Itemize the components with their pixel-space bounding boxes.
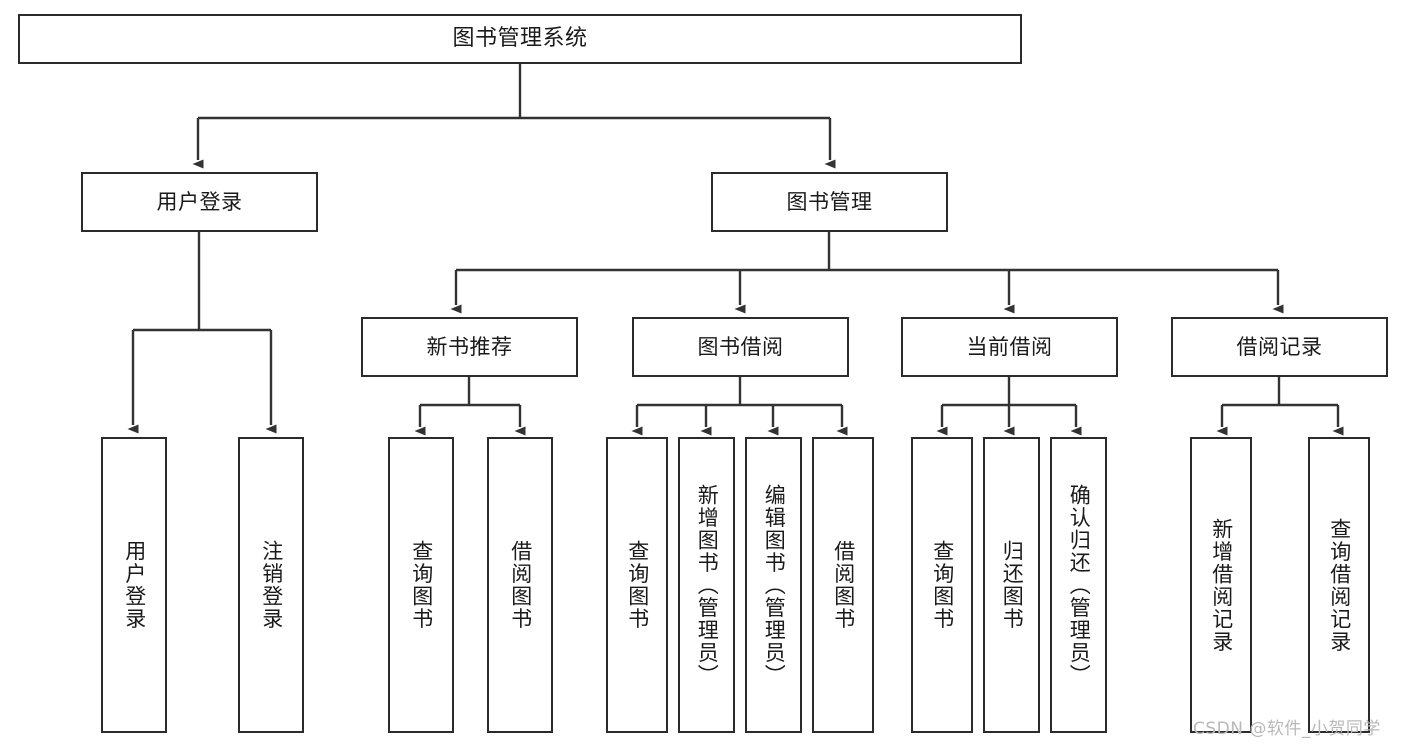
node-leaf-edit-book-admin[interactable]: 编辑图书（管理员） xyxy=(745,437,802,733)
node-label: 查询图书 xyxy=(625,540,649,630)
node-label: 图书借阅 xyxy=(697,334,784,359)
node-label: 借阅记录 xyxy=(1236,334,1323,359)
node-label: 归还图书 xyxy=(1000,540,1024,630)
node-leaf-query-book-borrow[interactable]: 查询图书 xyxy=(606,437,668,733)
node-leaf-confirm-return-admin[interactable]: 确认归还（管理员） xyxy=(1050,437,1107,733)
csdn-watermark: CSDN @软件_小贺同学 xyxy=(1193,719,1381,739)
node-current-borrow[interactable]: 当前借阅 xyxy=(901,317,1118,377)
node-user-login[interactable]: 用户登录 xyxy=(81,172,318,232)
node-leaf-borrow-book-recommend[interactable]: 借阅图书 xyxy=(487,437,553,733)
node-leaf-return-book[interactable]: 归还图书 xyxy=(983,437,1040,733)
node-label: 用户登录 xyxy=(156,189,243,214)
node-label: 新书推荐 xyxy=(426,334,513,359)
node-leaf-add-borrow-record[interactable]: 新增借阅记录 xyxy=(1190,437,1252,733)
node-leaf-query-borrow-record[interactable]: 查询借阅记录 xyxy=(1308,437,1370,733)
node-label: 查询图书 xyxy=(930,540,954,630)
node-new-book-recommend[interactable]: 新书推荐 xyxy=(361,317,578,377)
node-leaf-borrow-book[interactable]: 借阅图书 xyxy=(812,437,874,733)
node-leaf-add-book-admin[interactable]: 新增图书（管理员） xyxy=(678,437,735,733)
node-book-borrow[interactable]: 图书借阅 xyxy=(632,317,849,377)
node-borrow-record[interactable]: 借阅记录 xyxy=(1171,317,1388,377)
node-label: 图书管理系统 xyxy=(452,26,588,52)
node-leaf-user-login[interactable]: 用户登录 xyxy=(101,437,167,733)
node-label: 查询借阅记录 xyxy=(1327,517,1351,653)
node-label: 图书管理 xyxy=(786,189,873,214)
node-label: 编辑图书（管理员） xyxy=(762,483,786,687)
node-leaf-logout[interactable]: 注销登录 xyxy=(238,437,304,733)
node-label: 借阅图书 xyxy=(831,540,855,630)
node-label: 新增图书（管理员） xyxy=(695,483,719,687)
node-label: 注销登录 xyxy=(259,540,283,630)
node-label: 新增借阅记录 xyxy=(1209,517,1233,653)
node-label: 借阅图书 xyxy=(508,540,532,630)
node-book-management[interactable]: 图书管理 xyxy=(711,172,948,232)
node-leaf-query-book-recommend[interactable]: 查询图书 xyxy=(388,437,454,733)
node-leaf-query-book-current[interactable]: 查询图书 xyxy=(911,437,973,733)
node-label: 确认归还（管理员） xyxy=(1067,483,1091,687)
node-label: 当前借阅 xyxy=(966,334,1053,359)
node-label: 用户登录 xyxy=(122,540,146,630)
node-label: 查询图书 xyxy=(409,540,433,630)
node-root-book-management-system[interactable]: 图书管理系统 xyxy=(18,14,1022,64)
